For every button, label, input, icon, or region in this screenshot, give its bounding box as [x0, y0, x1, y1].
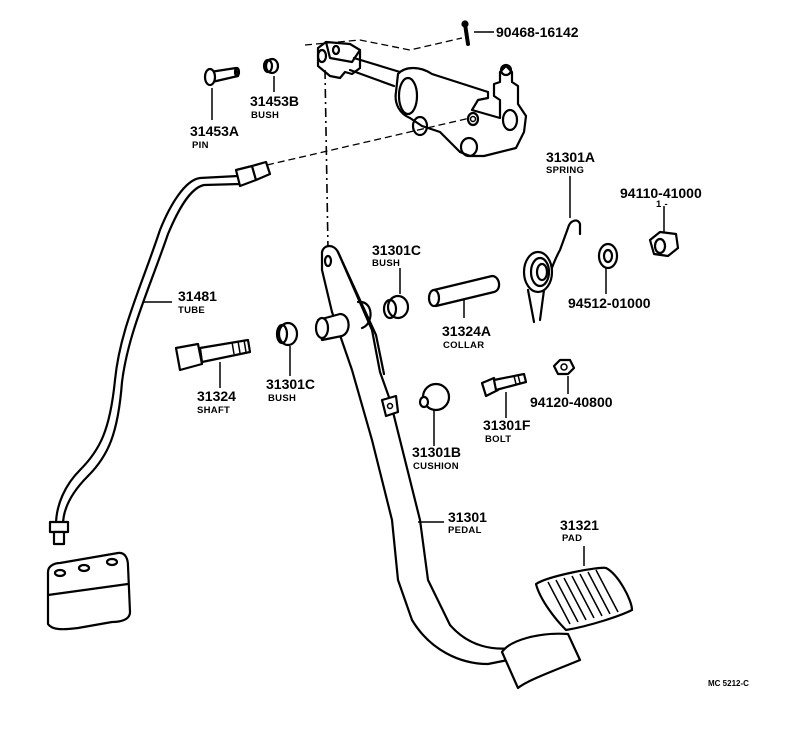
bush-lower-drawing	[275, 321, 299, 347]
nut-drawing	[648, 230, 680, 258]
part-number-31453b: 31453B	[250, 93, 299, 109]
alignment-line	[324, 69, 329, 251]
part-name-31301c-upper: BUSH	[372, 258, 400, 269]
part-number-31301c-lower: 31301C	[266, 376, 315, 392]
part-number-31301a: 31301A	[546, 149, 595, 165]
part-number-31321: 31321	[560, 517, 599, 533]
cotter-pin-drawing	[461, 20, 470, 46]
part-number-94110-41000: 94110-41000	[620, 185, 702, 201]
part-name-31453b: BUSH	[251, 110, 279, 121]
part-name-94110-41000: 1 -	[656, 199, 668, 210]
part-name-31453a: PIN	[192, 140, 209, 151]
part-number-31301b: 31301B	[412, 444, 461, 460]
part-name-31301: PEDAL	[448, 525, 482, 536]
part-number-31301c-upper: 31301C	[372, 242, 421, 258]
pedal-drawing	[314, 244, 582, 690]
part-number-31301f: 31301F	[483, 417, 531, 433]
part-name-31324a: COLLAR	[443, 340, 484, 351]
part-number-90468-16142: 90468-16142	[496, 24, 579, 40]
part-name-31301a: SPRING	[546, 165, 584, 176]
part-number-31324a: 31324A	[442, 323, 491, 339]
part-name-31301c-lower: BUSH	[268, 393, 296, 404]
part-number-31301: 31301	[448, 509, 487, 525]
master-cylinder-drawing	[316, 40, 528, 158]
part-name-31321: PAD	[562, 533, 582, 544]
part-name-31481: TUBE	[178, 305, 205, 316]
part-name-31301f: BOLT	[485, 434, 511, 445]
part-number-94512-01000: 94512-01000	[568, 295, 651, 311]
spring-drawing	[522, 219, 582, 324]
part-name-31324: SHAFT	[197, 405, 230, 416]
leader-lines	[144, 31, 665, 566]
part-number-94120-40800: 94120-40800	[530, 394, 613, 410]
bolt-drawing	[480, 372, 528, 398]
part-number-31481: 31481	[178, 288, 217, 304]
part-number-31453a: 31453A	[190, 123, 239, 139]
tube-drawing	[48, 160, 272, 546]
mount-block-drawing	[46, 551, 132, 631]
drawing-code: MC 5212-C	[708, 679, 749, 688]
small-nut-drawing	[552, 358, 576, 376]
pin-drawing	[203, 66, 241, 87]
bush-small-drawing	[262, 57, 280, 75]
part-name-31301b: CUSHION	[413, 461, 459, 472]
shaft-drawing	[174, 338, 252, 372]
cushion-drawing	[418, 382, 451, 412]
washer-drawing	[597, 242, 619, 270]
part-number-31324: 31324	[197, 388, 236, 404]
alignment-line	[304, 37, 463, 51]
pad-drawing	[534, 566, 634, 632]
collar-drawing	[427, 274, 501, 308]
bush-upper-drawing	[382, 294, 410, 320]
alignment-line	[266, 117, 471, 166]
